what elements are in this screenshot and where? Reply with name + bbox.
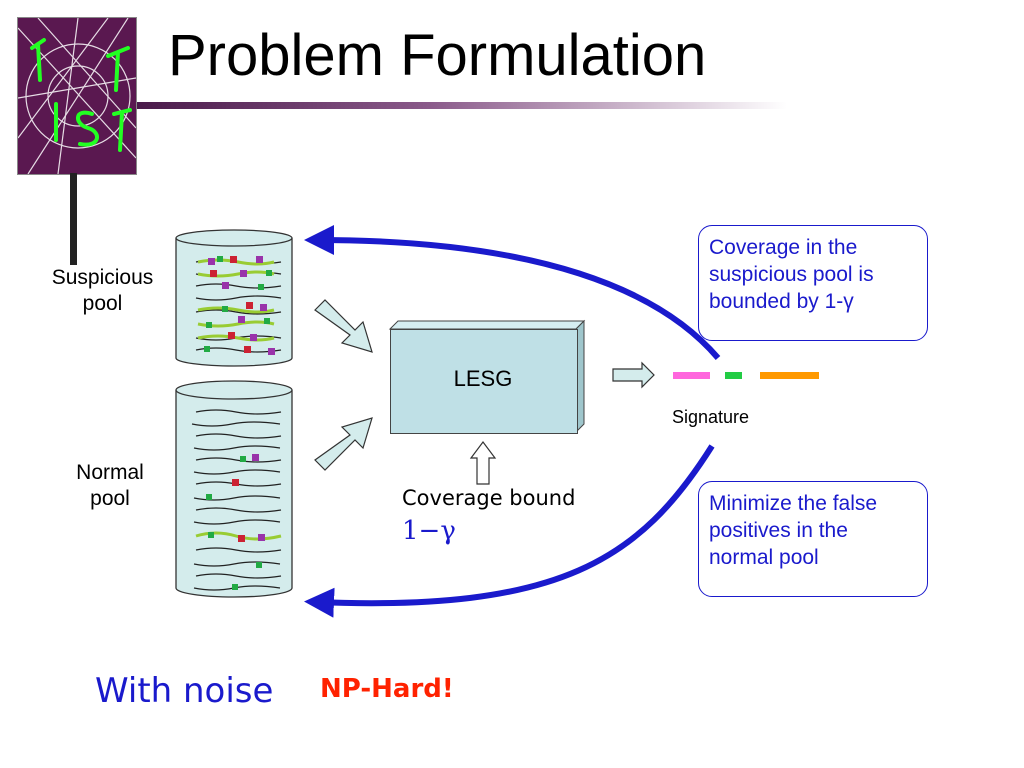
signature-segment-pink: [673, 372, 710, 379]
signature-label: Signature: [672, 407, 750, 427]
arrow-lesg-to-signature: [612, 361, 655, 389]
callout-coverage: Coverage in the suspicious pool is bound…: [698, 225, 928, 341]
normal-pool-label: Normal pool: [76, 461, 144, 510]
coverage-bound-label: Coverage bound: [402, 486, 576, 510]
suspicious-pool-label: Suspicious pool: [51, 266, 154, 315]
slide-title: Problem Formulation: [168, 23, 707, 88]
ist-logo: [17, 17, 137, 175]
arrow-suspicious-to-lesg: [314, 299, 373, 353]
feedback-arrow-suspicious: [304, 225, 721, 360]
signature-segments: [673, 372, 819, 379]
lesg-box: [390, 329, 578, 434]
signature-segment-orange: [760, 372, 819, 379]
feedback-arrow-normal: [304, 444, 715, 618]
logo-stem: [70, 173, 77, 265]
signature-segment-green: [725, 372, 742, 379]
coverage-bound-value: 1−γ: [402, 516, 456, 546]
with-noise-text: With noise: [95, 671, 274, 711]
np-hard-text: NP-Hard!: [320, 674, 454, 704]
suspicious-pool-cylinder: [175, 229, 293, 367]
title-underline: [137, 102, 787, 109]
callout-false-positives: Minimize the false positives in the norm…: [698, 481, 928, 597]
lesg-label: LESG: [453, 366, 513, 391]
arrow-normal-to-lesg: [314, 417, 373, 471]
normal-pool-cylinder: [175, 380, 293, 598]
arrow-coverage-to-lesg: [469, 441, 497, 485]
ist-logo-icon: [17, 17, 137, 175]
